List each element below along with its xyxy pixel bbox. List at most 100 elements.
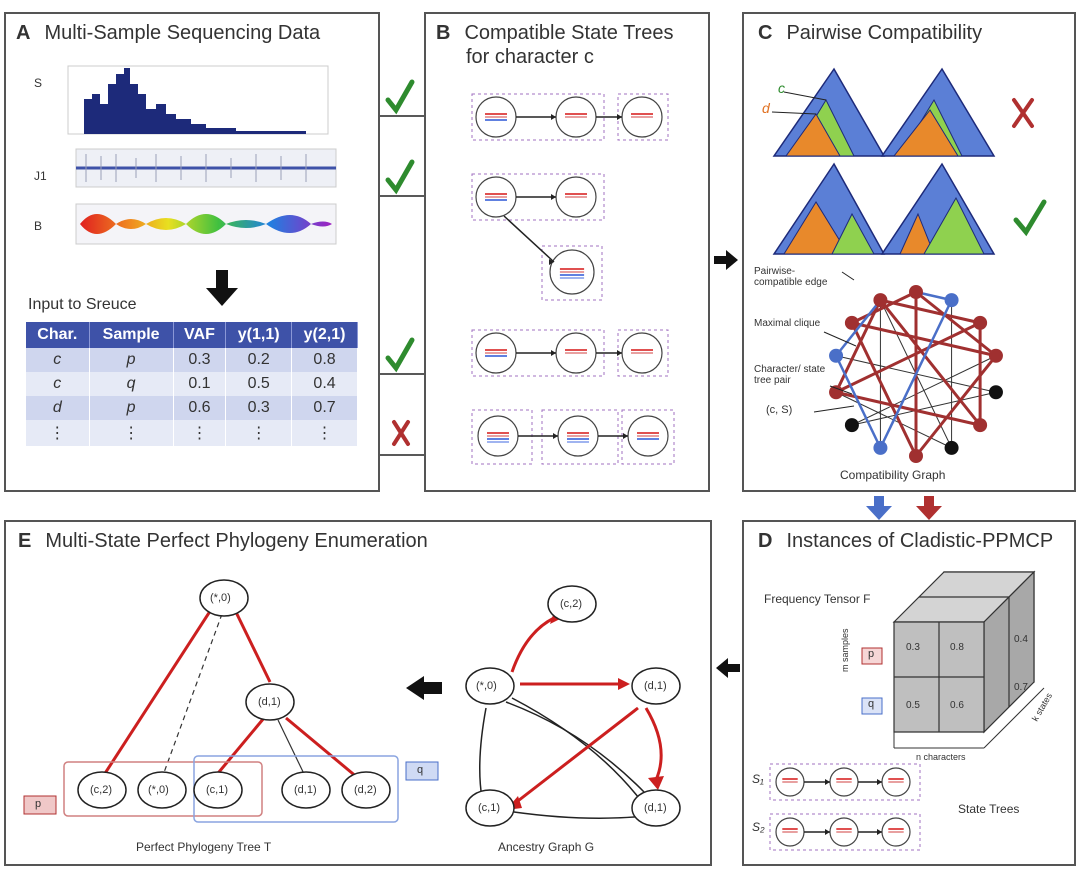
tree-nodes <box>78 580 390 808</box>
histogram-bars <box>84 68 306 134</box>
state-node <box>478 416 518 456</box>
table-cell: 0.3 <box>173 348 226 372</box>
table-cell: 0.6 <box>173 396 226 420</box>
state-node <box>558 416 598 456</box>
table-cell: 0.5 <box>226 372 292 396</box>
table-cell: q <box>89 372 173 396</box>
state-node <box>556 333 596 373</box>
tree-node-label: (d,1) <box>294 784 317 796</box>
state-node <box>830 818 858 846</box>
graph-vertex <box>945 293 959 307</box>
col-header: Sample <box>89 322 173 348</box>
graph-vertex <box>973 316 987 330</box>
left-arrow-icon <box>406 676 442 700</box>
tensor-cell: 0.6 <box>950 700 964 711</box>
col-header: Char. <box>26 322 89 348</box>
annotation-pair: Character/ state tree pair <box>754 364 834 386</box>
table-cell: p <box>89 348 173 372</box>
sequencing-tracks <box>6 54 382 314</box>
table-cell: 0.1 <box>173 372 226 396</box>
tensor-cell: 0.4 <box>1014 634 1028 645</box>
cross-icon <box>394 422 408 444</box>
state-tree-label: S₁ <box>752 772 764 786</box>
table-row: c q 0.1 0.5 0.4 <box>26 372 358 396</box>
tensor-cell: 0.7 <box>1014 682 1028 693</box>
tensor-cell: 0.8 <box>950 642 964 653</box>
tag-q-label: q <box>417 764 423 776</box>
compatibility-graph <box>829 285 1003 463</box>
state-node <box>830 768 858 796</box>
table-cell: 0.8 <box>292 348 358 372</box>
tree-node-label: (d,2) <box>354 784 377 796</box>
state-tree-label: S₂ <box>752 820 765 834</box>
state-node <box>556 97 596 137</box>
table-cell: ⋮ <box>226 420 292 446</box>
table-row: c p 0.3 0.2 0.8 <box>26 348 358 372</box>
b-to-c-arrow-icon <box>712 248 742 272</box>
check-icon <box>388 82 412 368</box>
state-node <box>476 333 516 373</box>
table-cell: d <box>26 396 89 420</box>
check-icon <box>1016 202 1044 232</box>
table-cell: 0.4 <box>292 372 358 396</box>
annotation-edge: Pairwise-compatible edge <box>754 266 834 288</box>
state-node <box>882 768 910 796</box>
tree-node-label: (*,0) <box>148 784 169 796</box>
tree-edges-red <box>102 602 358 778</box>
triangle-pair-incompatible <box>772 69 994 156</box>
graph-vertex <box>989 349 1003 363</box>
compatibility-trees <box>744 14 1078 474</box>
tag-p-label: p <box>35 798 41 810</box>
down-arrow-icon <box>202 268 242 308</box>
table-cell: c <box>26 372 89 396</box>
table-row: d p 0.6 0.3 0.7 <box>26 396 358 420</box>
graph-vertex <box>873 293 887 307</box>
state-trees-caption: State Trees <box>958 802 1019 816</box>
axis-samples: m samples <box>840 628 850 672</box>
phylogeny-diagrams <box>6 522 714 868</box>
graph-vertex <box>829 385 843 399</box>
input-label: Input to Sreuce <box>28 296 137 314</box>
table-cell: 0.2 <box>226 348 292 372</box>
col-header: y(2,1) <box>292 322 358 348</box>
graph-vertex <box>829 349 843 363</box>
graph-node-label: (c,2) <box>560 598 582 610</box>
tensor-cell: 0.5 <box>906 700 920 711</box>
tree-node-label: (d,1) <box>258 696 281 708</box>
ancestry-nodes <box>466 586 680 826</box>
box-q-label: q <box>868 698 874 710</box>
blue-arrow-icon <box>866 496 892 520</box>
table-header-row: Char. Sample VAF y(1,1) y(2,1) <box>26 322 358 348</box>
state-node <box>628 416 668 456</box>
graph-vertex <box>909 285 923 299</box>
state-node <box>622 333 662 373</box>
graph-node-label: (d,1) <box>644 680 667 692</box>
cross-icon <box>1014 100 1032 126</box>
state-node <box>476 177 516 217</box>
state-tree-diagrams <box>426 70 712 490</box>
state-node <box>622 97 662 137</box>
graph-vertex <box>989 385 1003 399</box>
table-cell: ⋮ <box>26 420 89 446</box>
box-p-label: p <box>868 648 874 660</box>
table-cell: ⋮ <box>89 420 173 446</box>
state-node <box>476 97 516 137</box>
table-cell: ⋮ <box>173 420 226 446</box>
col-header: y(1,1) <box>226 322 292 348</box>
state-trees-small <box>768 758 938 858</box>
table-cell: c <box>26 348 89 372</box>
tree-caption: Perfect Phylogeny Tree T <box>136 840 271 854</box>
state-node <box>882 818 910 846</box>
triangle-pair-compatible <box>774 164 994 254</box>
annotation-cs: (c, S) <box>766 404 792 416</box>
input-table: Char. Sample VAF y(1,1) y(2,1) c p 0.3 0… <box>26 322 358 446</box>
red-arrow-icon <box>916 496 942 520</box>
table-cell: p <box>89 396 173 420</box>
graph-vertex <box>845 316 859 330</box>
graph-caption: Ancestry Graph G <box>498 840 594 854</box>
